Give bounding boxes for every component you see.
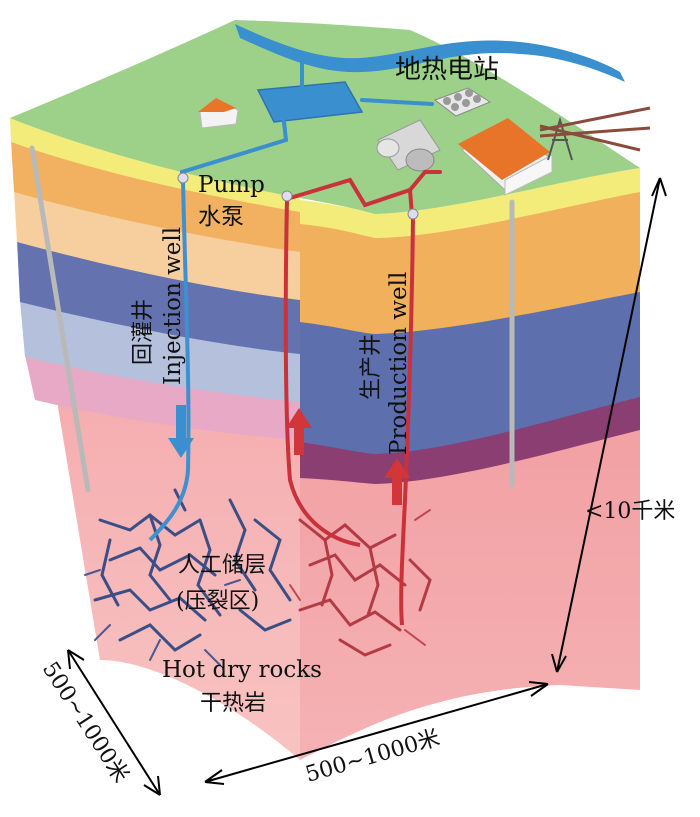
hot-dry-rocks-label-cn: 干热岩 <box>200 691 266 716</box>
layer-peach-front <box>14 190 300 300</box>
front-width-dimension-arrow <box>204 681 549 785</box>
pump-label-cn: 水泵 <box>198 204 244 230</box>
layer-orange-front <box>11 140 300 252</box>
hot-dry-rocks-label-en: Hot dry rocks <box>162 657 322 683</box>
power-tower-icon <box>539 106 651 161</box>
reservoir-label-line2: (压裂区) <box>176 589 259 614</box>
depth-dimension-arrow <box>551 177 667 673</box>
layer-pink-front <box>25 355 300 440</box>
monitoring-rods <box>29 145 515 493</box>
production-well-label-en: Production well <box>386 272 412 455</box>
reservoir-label-line1: 人工储层 <box>178 553 266 578</box>
water-pond <box>256 81 364 123</box>
small-house-icon <box>198 98 239 129</box>
production-well-label-cn: 生产井 <box>359 334 384 400</box>
panel-grid-icon <box>433 87 492 117</box>
turbine-icon <box>376 119 441 172</box>
production-well <box>281 190 419 626</box>
production-arrow-icon <box>384 458 410 505</box>
fracture-network <box>84 488 432 666</box>
layer-blue-front <box>17 240 300 354</box>
layer-yellow-right <box>300 168 640 238</box>
production-arrow-icon <box>286 408 312 455</box>
injection-arrow-icon <box>168 405 194 458</box>
side-width-dimension-arrow <box>67 649 161 796</box>
injection-well-label-en: Injection well <box>160 227 186 385</box>
pump-label-en: Pump <box>198 172 265 198</box>
top-surface <box>10 20 651 217</box>
injection-well-label-cn: 回灌井 <box>131 299 156 365</box>
river <box>235 24 625 82</box>
layer-orange-right <box>300 190 640 334</box>
layer-blue-right <box>300 290 640 454</box>
depth-label: <10千米 <box>585 499 675 524</box>
injection-well <box>148 172 191 542</box>
right-face <box>300 168 640 760</box>
power-station-building-icon <box>458 118 553 196</box>
front-face <box>10 118 300 760</box>
layer-lightblue-front <box>20 300 300 402</box>
power-station-label: 地热电站 <box>395 55 499 85</box>
